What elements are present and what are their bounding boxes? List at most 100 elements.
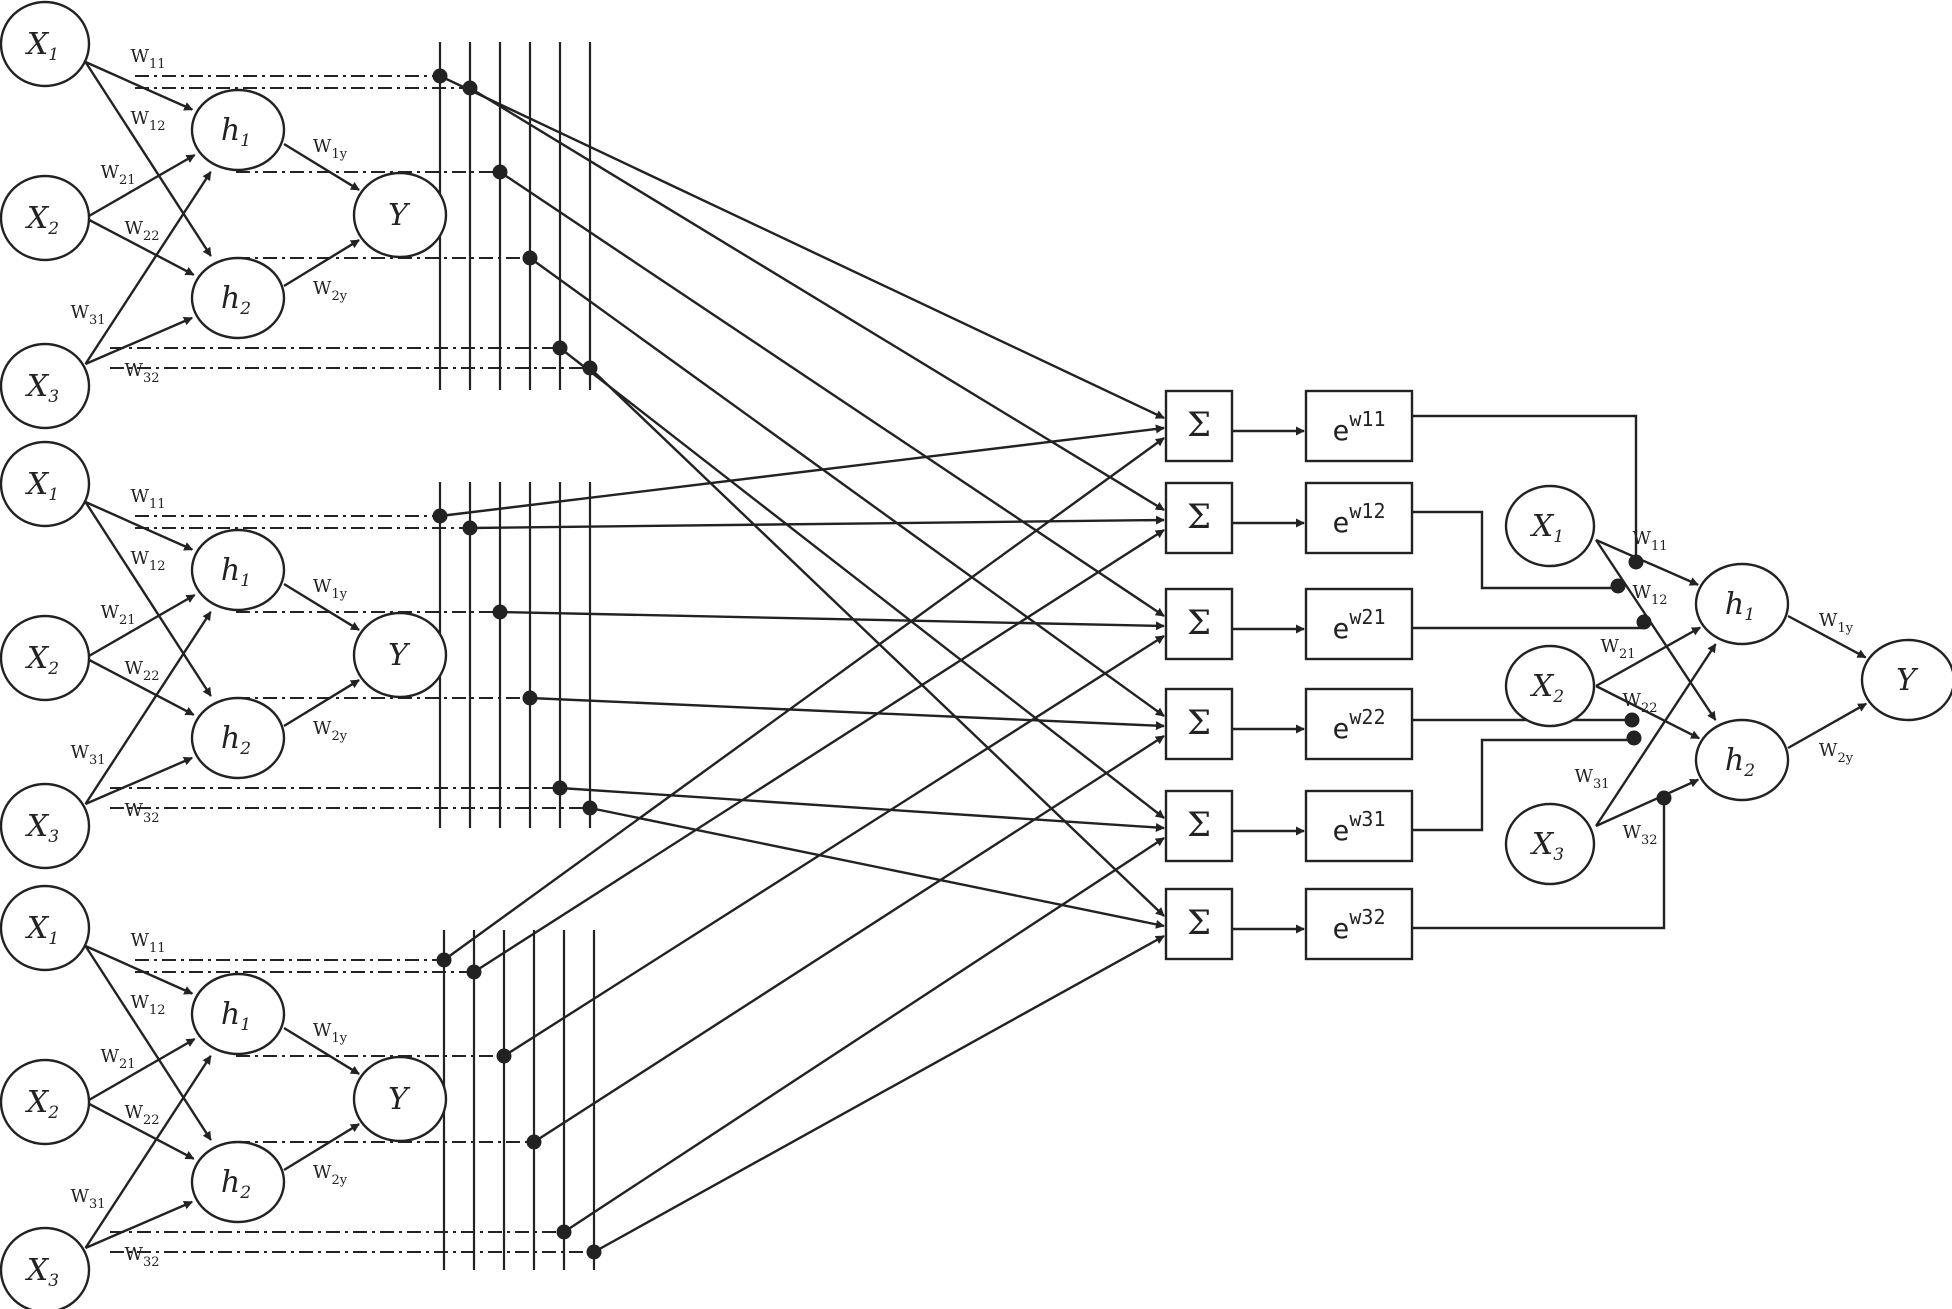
net2-bus-dot-3: [492, 604, 508, 620]
net3-input-x3-circle: [0, 1226, 91, 1309]
net2-bus-dot-2: [462, 520, 478, 536]
final-arrow-h2-y: [1787, 702, 1868, 750]
exp-label-w12: ew12: [1333, 499, 1386, 539]
net1-bus-dot-1: [432, 68, 448, 84]
net1-weight-label-12: W12: [130, 108, 165, 134]
net2-bus-dot-1: [432, 508, 448, 524]
net3-weight-label-12: W12: [130, 992, 165, 1018]
net1-to-sum-1: [439, 74, 1165, 420]
final-input-x3-label: X3: [1530, 827, 1564, 865]
net1-weight-label-31: W31: [70, 302, 105, 328]
net1-weight-label-11: W11: [130, 46, 165, 72]
net2-weight-label-31: W31: [70, 742, 105, 768]
net3-to-sum-2: [473, 528, 1165, 974]
final-input-x1-circle: [1504, 484, 1596, 568]
sum-block-5: [1164, 789, 1234, 863]
net2-weight-label-1y: W1y: [313, 576, 348, 602]
net3-weight-label-2y: W2y: [313, 1162, 348, 1188]
net2-arrow-x1-h1: [84, 500, 194, 551]
sum-symbol-5: Σ: [1187, 805, 1211, 845]
net3-bus-dot-3: [496, 1048, 512, 1064]
final-junction-dot-5: [1626, 730, 1642, 746]
final-hidden-h2-circle: [1694, 718, 1790, 802]
net3-bus-dot-5: [556, 1224, 572, 1240]
final-input-x3-circle: [1504, 802, 1596, 886]
net1-input-x3-label: X3: [25, 369, 59, 407]
final-weight-label-11: W11: [1632, 528, 1667, 554]
net2-output-y-label: Y: [388, 638, 411, 673]
net1-arrow-x3-h1: [84, 171, 212, 365]
final-weight-label-32: W32: [1622, 822, 1657, 848]
final-hidden-h1-label: h1: [1725, 587, 1755, 625]
exp-label-w31: ew31: [1333, 807, 1386, 847]
net2-weight-label-21: W21: [100, 602, 135, 628]
net2-to-sum-6: [589, 806, 1165, 929]
net1-bus-dot-3: [492, 164, 508, 180]
net3-arrow-x3-h2: [85, 1200, 193, 1250]
final-input-x1-label: X1: [1530, 509, 1564, 547]
exp-block-3: [1304, 587, 1414, 661]
exp-block-6: [1304, 887, 1414, 961]
net2-bus-dot-5: [552, 780, 568, 796]
final-hidden-h2-label: h2: [1725, 743, 1755, 781]
final-weight-label-1y: W1y: [1819, 610, 1854, 636]
sum-symbol-4: Σ: [1187, 703, 1211, 743]
net3-arrow-x3-h1: [84, 1055, 212, 1249]
net3-arrow-x1-h2: [84, 945, 212, 1141]
final-arrow-x1-h2: [1595, 539, 1717, 721]
net1-weight-label-22: W22: [124, 218, 159, 244]
final-arrow-x3-h2: [1595, 778, 1700, 828]
net3-input-x2-circle: [0, 1058, 91, 1146]
net2-arrow-x3-h2: [85, 756, 193, 806]
net1-arrow-x2-h1: [84, 153, 196, 220]
route-ew31: [1412, 738, 1634, 832]
net1-weight-label-32: W32: [124, 360, 159, 386]
net3-bus-dot-4: [526, 1134, 542, 1150]
net1-hidden-h2-circle: [190, 256, 286, 340]
net1-bus-dot-6: [582, 360, 598, 376]
net3-arrow-x2-h1: [84, 1037, 196, 1104]
exp-label-w21: ew21: [1333, 605, 1386, 645]
final-junction-dot-4: [1624, 712, 1640, 728]
connection-lines: [84, 42, 1868, 1270]
net1-bus-dot-2: [462, 80, 478, 96]
net1-to-sum-2: [469, 86, 1165, 512]
exp-label-w32: ew32: [1333, 905, 1386, 945]
exp-label-w22: ew22: [1333, 705, 1386, 745]
net2-input-x2-circle: [0, 614, 91, 702]
net1-input-x1-circle: [0, 0, 91, 88]
final-arrow-x3-h1: [1594, 643, 1717, 827]
net1-arrow-h2-y: [283, 239, 360, 288]
net1-input-x2-label: X2: [25, 201, 59, 239]
sum-block-3: [1164, 587, 1234, 661]
net2-arrow-x2-h2: [84, 656, 195, 716]
net1-bus-dot-4: [522, 250, 538, 266]
sum-block-4: [1164, 687, 1234, 761]
final-weight-label-31: W31: [1574, 766, 1609, 792]
net3-arrow-x2-h2: [84, 1100, 195, 1160]
net2-arrow-x2-h1: [84, 593, 196, 660]
net3-weight-label-32: W32: [124, 1244, 159, 1270]
net1-to-sum-5: [559, 347, 1165, 819]
net1-arrow-h1-y: [283, 142, 360, 191]
net3-to-sum-6: [593, 934, 1165, 1254]
sum-symbol-6: Σ: [1187, 903, 1211, 943]
net1-to-sum-3: [499, 171, 1165, 617]
net2-weight-label-32: W32: [124, 800, 159, 826]
exp-block-5: [1304, 789, 1414, 863]
final-output-y-label: Y: [1896, 663, 1919, 698]
net2-bus-dot-4: [522, 690, 538, 706]
net3-input-x1-circle: [0, 884, 91, 972]
net1-hidden-h1-label: h1: [221, 113, 251, 151]
net3-arrow-h1-y: [283, 1026, 360, 1075]
net1-arrow-x1-h1: [84, 60, 194, 111]
final-weight-label-21: W21: [1600, 636, 1635, 662]
text-labels: X1X2X3h1h2YW11W12W21W22W31W32W1yW2yX1X2X…: [25, 27, 1919, 1291]
final-arrow-h1-y: [1787, 614, 1867, 659]
net3-to-sum-1: [443, 437, 1165, 961]
net1-to-sum-4: [529, 257, 1165, 717]
sum-symbol-1: Σ: [1187, 405, 1211, 445]
net2-input-x3-label: X3: [25, 809, 59, 847]
net3-weight-label-22: W22: [124, 1102, 159, 1128]
